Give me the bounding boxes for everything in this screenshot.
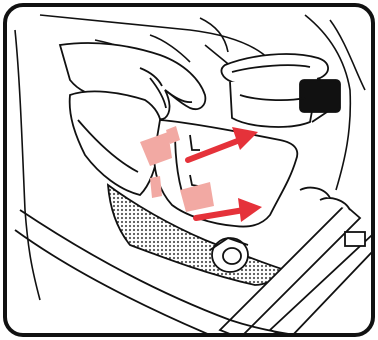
tab-lower-left xyxy=(150,176,162,198)
cup-holder xyxy=(221,54,340,127)
